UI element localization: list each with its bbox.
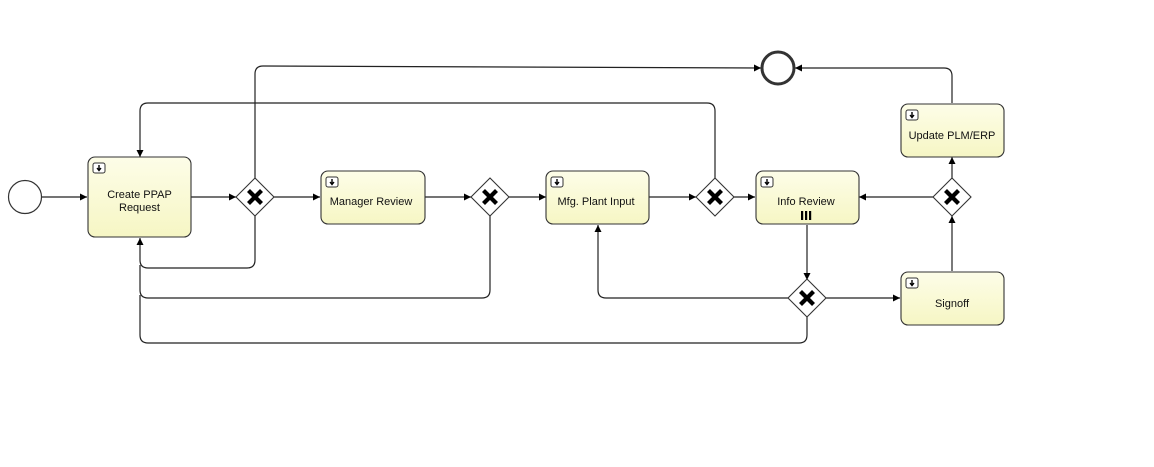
task-label-line: Mfg. Plant Input [557, 196, 634, 208]
flow-g4-mfg[interactable] [594, 225, 788, 299]
exclusive-x-icon [482, 189, 498, 205]
user-task-icon [760, 176, 774, 188]
flow-g3-create[interactable] [136, 102, 716, 178]
start-event[interactable] [7, 179, 43, 215]
user-task-icon [92, 162, 106, 174]
task-label-line: Request [119, 202, 160, 214]
task-info-review[interactable]: Info Review [755, 170, 860, 225]
gateway-g2[interactable] [470, 177, 510, 217]
gateway-g1[interactable] [235, 177, 275, 217]
task-create-ppap-request[interactable]: Create PPAP Request [87, 156, 192, 238]
sequence-flows [42, 64, 956, 344]
user-task-icon [325, 176, 339, 188]
task-update-plm-erp[interactable]: Update PLM/ERP [900, 103, 1005, 158]
task-label-line: Info Review [777, 196, 835, 208]
exclusive-x-icon [799, 290, 815, 306]
flow-g2-create[interactable] [139, 216, 491, 299]
parallel-multi-instance-icon [801, 211, 812, 220]
task-label-line: Manager Review [330, 196, 413, 208]
task-label-line: Signoff [935, 298, 970, 310]
exclusive-x-icon [944, 189, 960, 205]
flow-g1-end[interactable] [254, 64, 762, 178]
task-signoff[interactable]: Signoff [900, 271, 1005, 326]
flow-g1-create[interactable] [136, 216, 256, 269]
user-task-icon [905, 109, 919, 121]
gateway-g5[interactable] [932, 177, 972, 217]
exclusive-x-icon [247, 189, 263, 205]
gateway-g4[interactable] [787, 278, 827, 318]
task-label-line: Update PLM/ERP [909, 130, 996, 142]
gateway-g3[interactable] [695, 177, 735, 217]
exclusive-x-icon [707, 189, 723, 205]
flow-update-end[interactable] [795, 64, 953, 103]
flow-g4-create[interactable] [139, 295, 808, 344]
task-label-line: Create PPAP [107, 189, 172, 201]
end-event[interactable] [760, 50, 796, 86]
task-manager-review[interactable]: Manager Review [320, 170, 426, 225]
task-mfg-plant-input[interactable]: Mfg. Plant Input [545, 170, 650, 225]
user-task-icon [550, 176, 564, 188]
user-task-icon [905, 277, 919, 289]
